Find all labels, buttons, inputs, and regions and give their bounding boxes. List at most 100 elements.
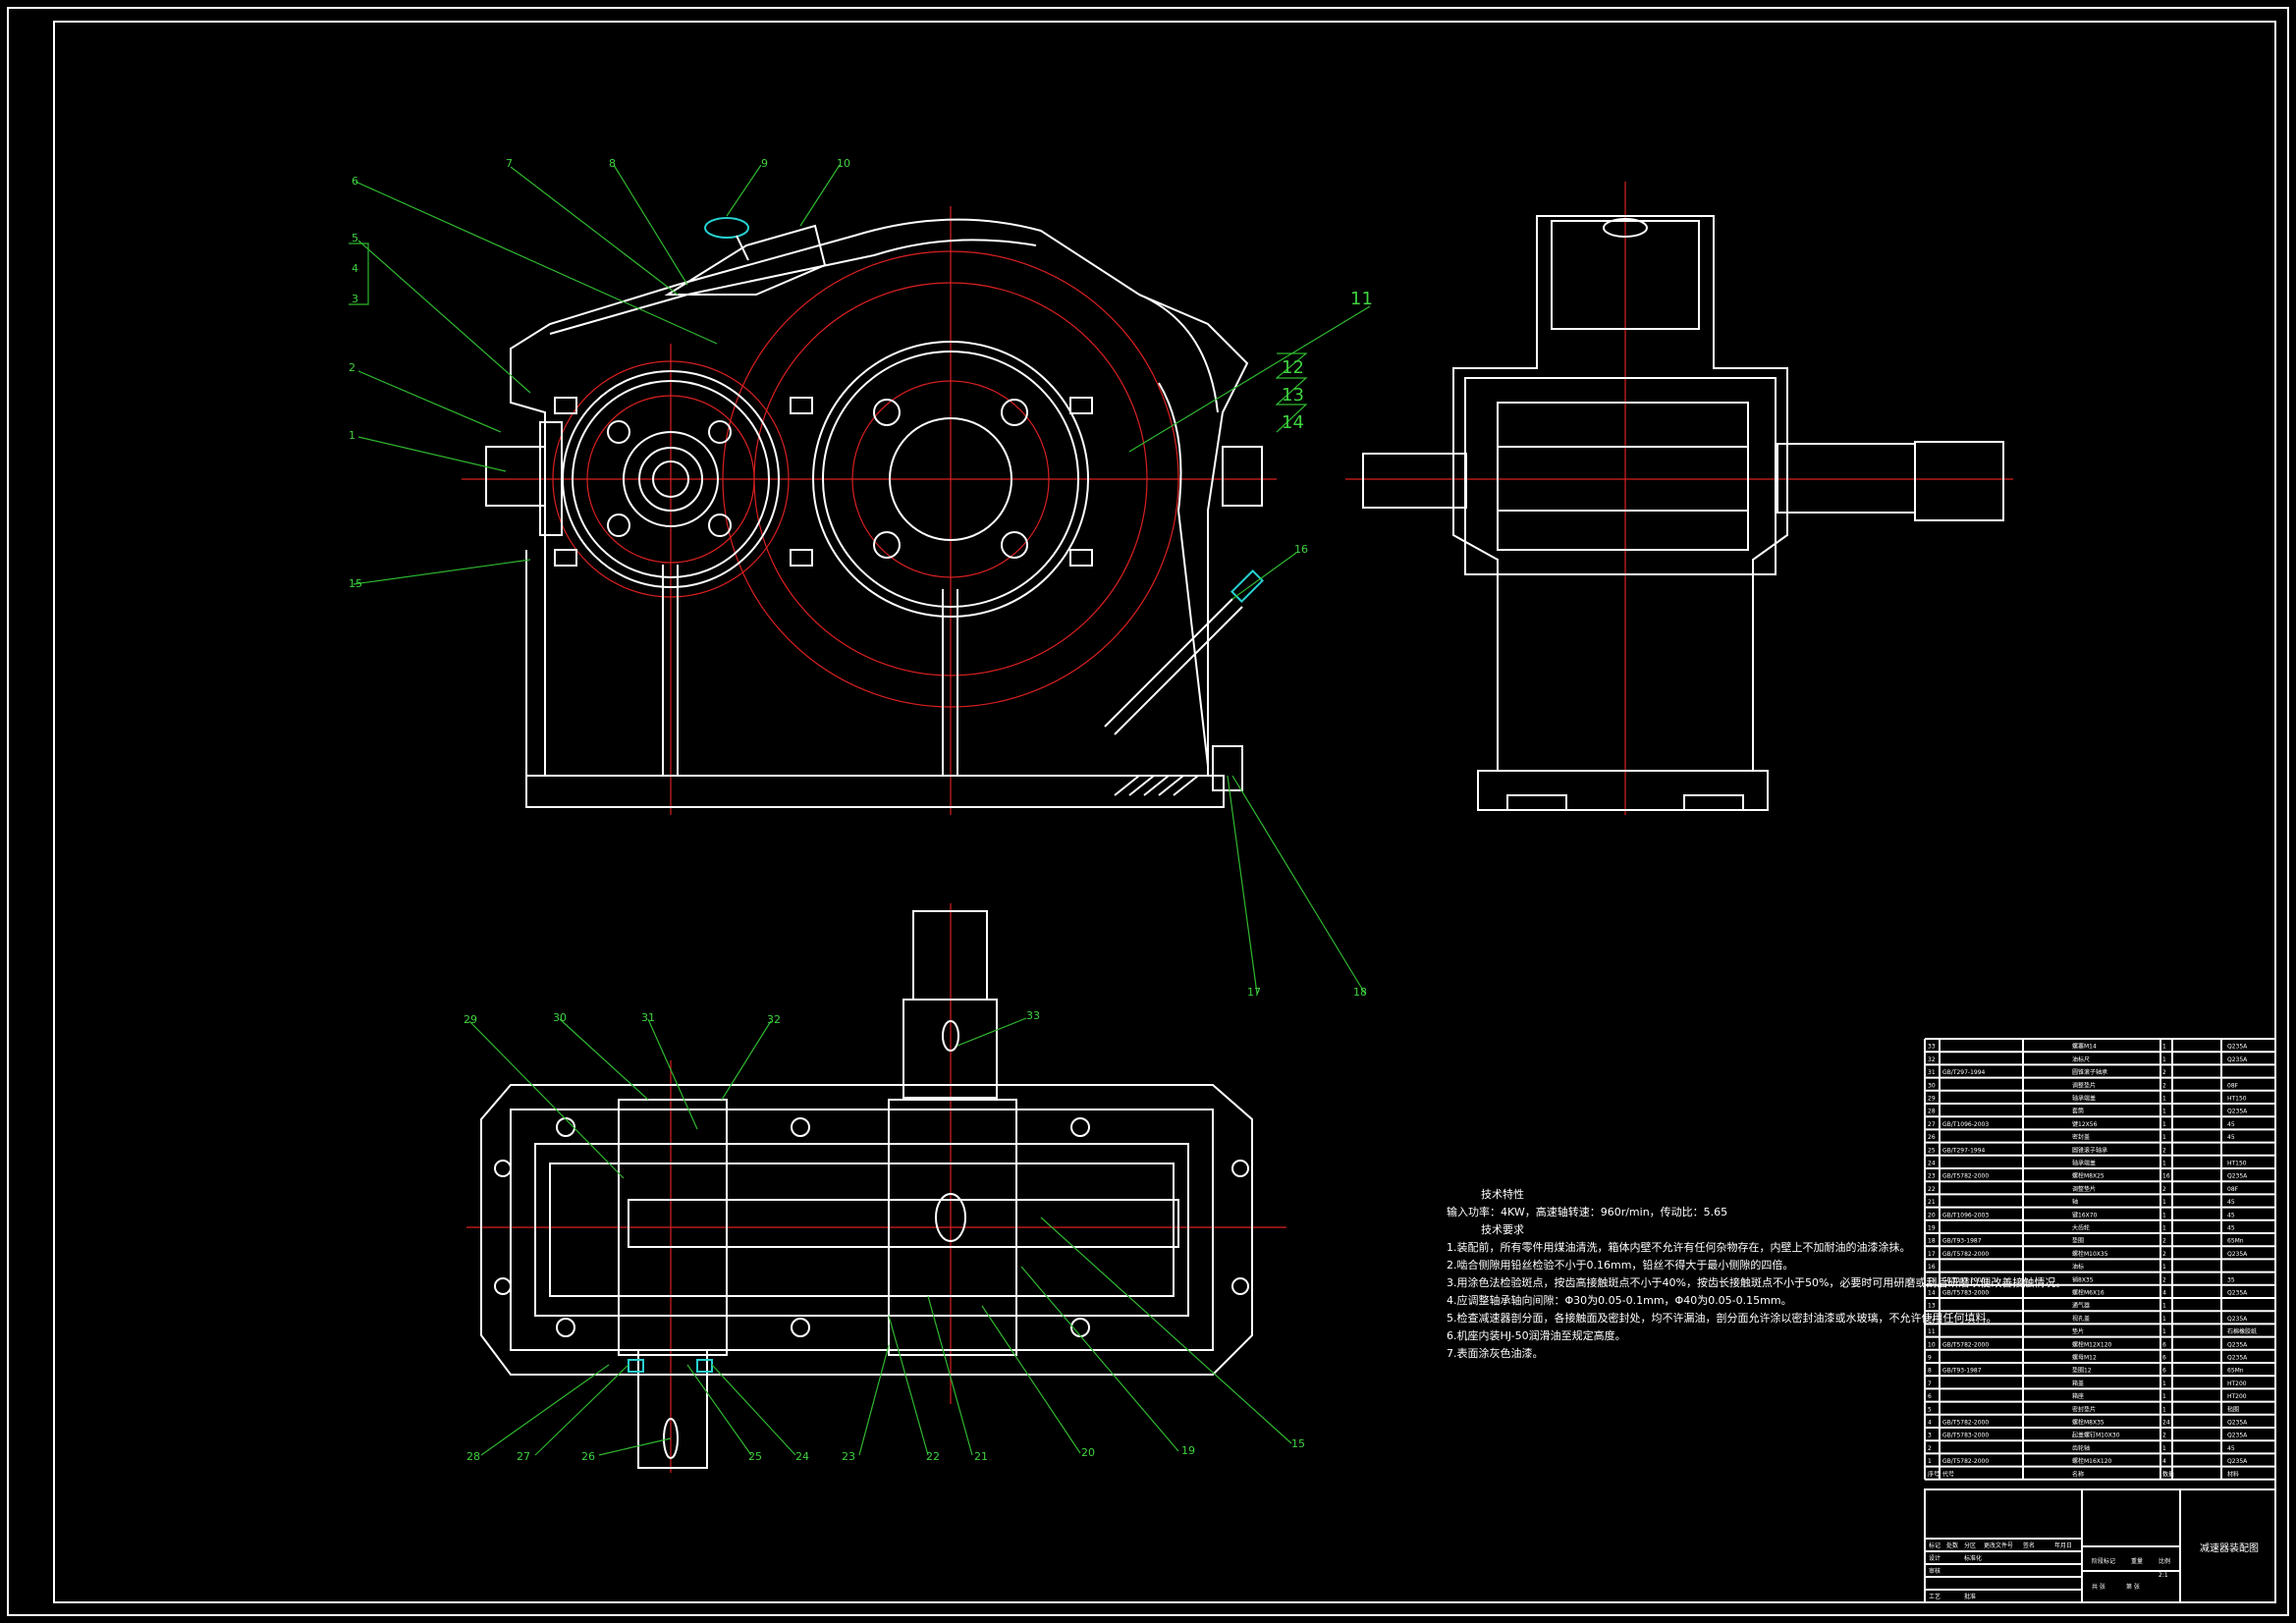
parts-cell: GB/T93-1987 — [1942, 1238, 1982, 1245]
parts-cell: 1 — [2162, 1393, 2166, 1400]
parts-cell: 7 — [1928, 1380, 1932, 1387]
svg-text:处数: 处数 — [1946, 1542, 1958, 1549]
callout-18: 18 — [1353, 986, 1367, 999]
parts-cell: 1 — [2162, 1406, 2166, 1413]
parts-cell: 轴 — [2072, 1198, 2078, 1206]
parts-cell: Q235A — [2227, 1433, 2248, 1439]
parts-cell: 23 — [1928, 1173, 1936, 1180]
callout-27: 27 — [517, 1450, 530, 1463]
parts-cell: 65Mn — [2227, 1368, 2244, 1375]
parts-cell: 1 — [2162, 1161, 2166, 1167]
parts-cell: 2 — [2162, 1069, 2166, 1076]
inner-border — [53, 21, 2276, 1603]
parts-cell: 1 — [2162, 1303, 2166, 1310]
title-block: 减速器装配图 标记 处数 分区 更改文件号 签名 年月日 设计 标准化 阶段标记… — [1924, 1488, 2276, 1603]
svg-text:比例: 比例 — [2159, 1557, 2170, 1565]
parts-cell: 20 — [1928, 1212, 1936, 1218]
parts-cell: 16 — [1928, 1264, 1936, 1271]
parts-cell: 螺栓M6X16 — [2072, 1289, 2105, 1297]
parts-cell: 45 — [2227, 1134, 2235, 1141]
callout-16: 16 — [1294, 543, 1308, 556]
parts-cell: 1 — [2162, 1380, 2166, 1387]
drawing-title: 减速器装配图 — [2200, 1542, 2259, 1554]
parts-cell: 1 — [2162, 1121, 2166, 1128]
parts-cell: 4 — [2162, 1458, 2166, 1465]
parts-cell: 4 — [2162, 1290, 2166, 1297]
parts-cell: 31 — [1928, 1069, 1936, 1076]
callout-31: 31 — [641, 1011, 655, 1024]
parts-cell: 键16X70 — [2072, 1211, 2098, 1218]
parts-cell: 14 — [1928, 1290, 1936, 1297]
parts-cell: 1 — [2162, 1134, 2166, 1141]
parts-cell: 13 — [1928, 1303, 1936, 1310]
callout-1: 1 — [349, 429, 355, 442]
callout-15: 15 — [349, 577, 362, 590]
parts-cell: 4 — [1928, 1420, 1932, 1427]
parts-cell: Q235A — [2227, 1420, 2248, 1427]
parts-cell: 1 — [2162, 1212, 2166, 1218]
parts-cell: 24 — [2162, 1420, 2170, 1427]
parts-cell: 15 — [1928, 1276, 1936, 1283]
parts-header: 材料 — [2227, 1470, 2239, 1478]
parts-cell: 6 — [2162, 1355, 2166, 1362]
parts-cell: 29 — [1928, 1096, 1936, 1103]
parts-cell: 45 — [2227, 1121, 2235, 1128]
parts-cell: GB/T5782-2000 — [1942, 1458, 1989, 1465]
parts-cell: GB/T297-1994 — [1942, 1069, 1986, 1076]
svg-text:第 张: 第 张 — [2126, 1583, 2140, 1591]
callout-7: 7 — [506, 157, 513, 170]
callout-33: 33 — [1026, 1009, 1040, 1022]
parts-cell: GB/T1096-2003 — [1942, 1212, 1989, 1218]
sign-row1: 标记 — [1929, 1542, 1941, 1549]
parts-cell: 6 — [2162, 1341, 2166, 1348]
parts-cell: 密封盖 — [2072, 1133, 2090, 1141]
parts-cell: 调整垫片 — [2072, 1185, 2096, 1193]
front-callout-labels: 1 2 3 4 5 6 7 8 9 10 11 12 13 14 15 16 1… — [349, 157, 1373, 999]
callout-23: 23 — [842, 1450, 855, 1463]
parts-cell: 2 — [2162, 1082, 2166, 1089]
parts-cell: 毡圈 — [2227, 1405, 2239, 1413]
parts-cell: 通气器 — [2072, 1302, 2090, 1310]
callout-10: 10 — [837, 157, 850, 170]
callout-28: 28 — [466, 1450, 480, 1463]
parts-cell: 32 — [1928, 1056, 1936, 1063]
parts-cell: 2 — [2162, 1186, 2166, 1193]
parts-cell: 24 — [1928, 1161, 1936, 1167]
parts-cell: 圆锥滚子轴承 — [2072, 1146, 2107, 1154]
parts-cell: 8 — [1928, 1368, 1932, 1375]
parts-cell: 1 — [2162, 1264, 2166, 1271]
top-view — [466, 903, 1286, 1473]
svg-text:2:1: 2:1 — [2159, 1572, 2168, 1579]
parts-cell: 28 — [1928, 1109, 1936, 1115]
svg-text:批准: 批准 — [1964, 1593, 1976, 1600]
note-line: 6.机座内装HJ-50润滑油至规定高度。 — [1447, 1328, 1626, 1342]
top-leaders — [468, 1017, 1292, 1456]
parts-cell: 30 — [1928, 1082, 1936, 1089]
parts-header: 代号 — [1942, 1470, 1954, 1478]
parts-cell: 螺栓M16X120 — [2072, 1457, 2112, 1465]
parts-cell: 1 — [2162, 1328, 2166, 1335]
svg-text:阶段标记: 阶段标记 — [2092, 1557, 2115, 1565]
parts-cell: 26 — [1928, 1134, 1936, 1141]
top-callout-labels: 29 30 31 32 33 28 27 26 25 24 23 22 21 2… — [464, 1009, 1305, 1463]
parts-cell: 45 — [2227, 1212, 2235, 1218]
parts-cell: 65Mn — [2227, 1238, 2244, 1245]
parts-cell: GB/T1096-2003 — [1942, 1121, 1989, 1128]
parts-cell: GB/T297-1994 — [1942, 1147, 1986, 1154]
callout-22: 22 — [926, 1450, 940, 1463]
parts-cell: 2 — [2162, 1147, 2166, 1154]
parts-cell: 08F — [2227, 1186, 2239, 1193]
parts-cell: 螺栓M10X35 — [2072, 1250, 2108, 1258]
parts-cell: 1 — [2162, 1225, 2166, 1232]
callout-21: 21 — [974, 1450, 988, 1463]
callout-19: 19 — [1181, 1444, 1195, 1457]
callout-32: 32 — [767, 1013, 781, 1026]
parts-cell: 齿轮轴 — [2072, 1444, 2090, 1452]
parts-cell: 1 — [2162, 1056, 2166, 1063]
parts-cell: HT150 — [2227, 1096, 2247, 1103]
sign-row4: 工艺 — [1929, 1593, 1941, 1600]
parts-cell: 螺母M12 — [2072, 1354, 2097, 1362]
note-line: 4.应调整轴承轴向间隙：Φ30为0.05-0.1mm，Φ40为0.05-0.15… — [1447, 1293, 1792, 1307]
parts-cell: 键12X56 — [2072, 1120, 2098, 1128]
